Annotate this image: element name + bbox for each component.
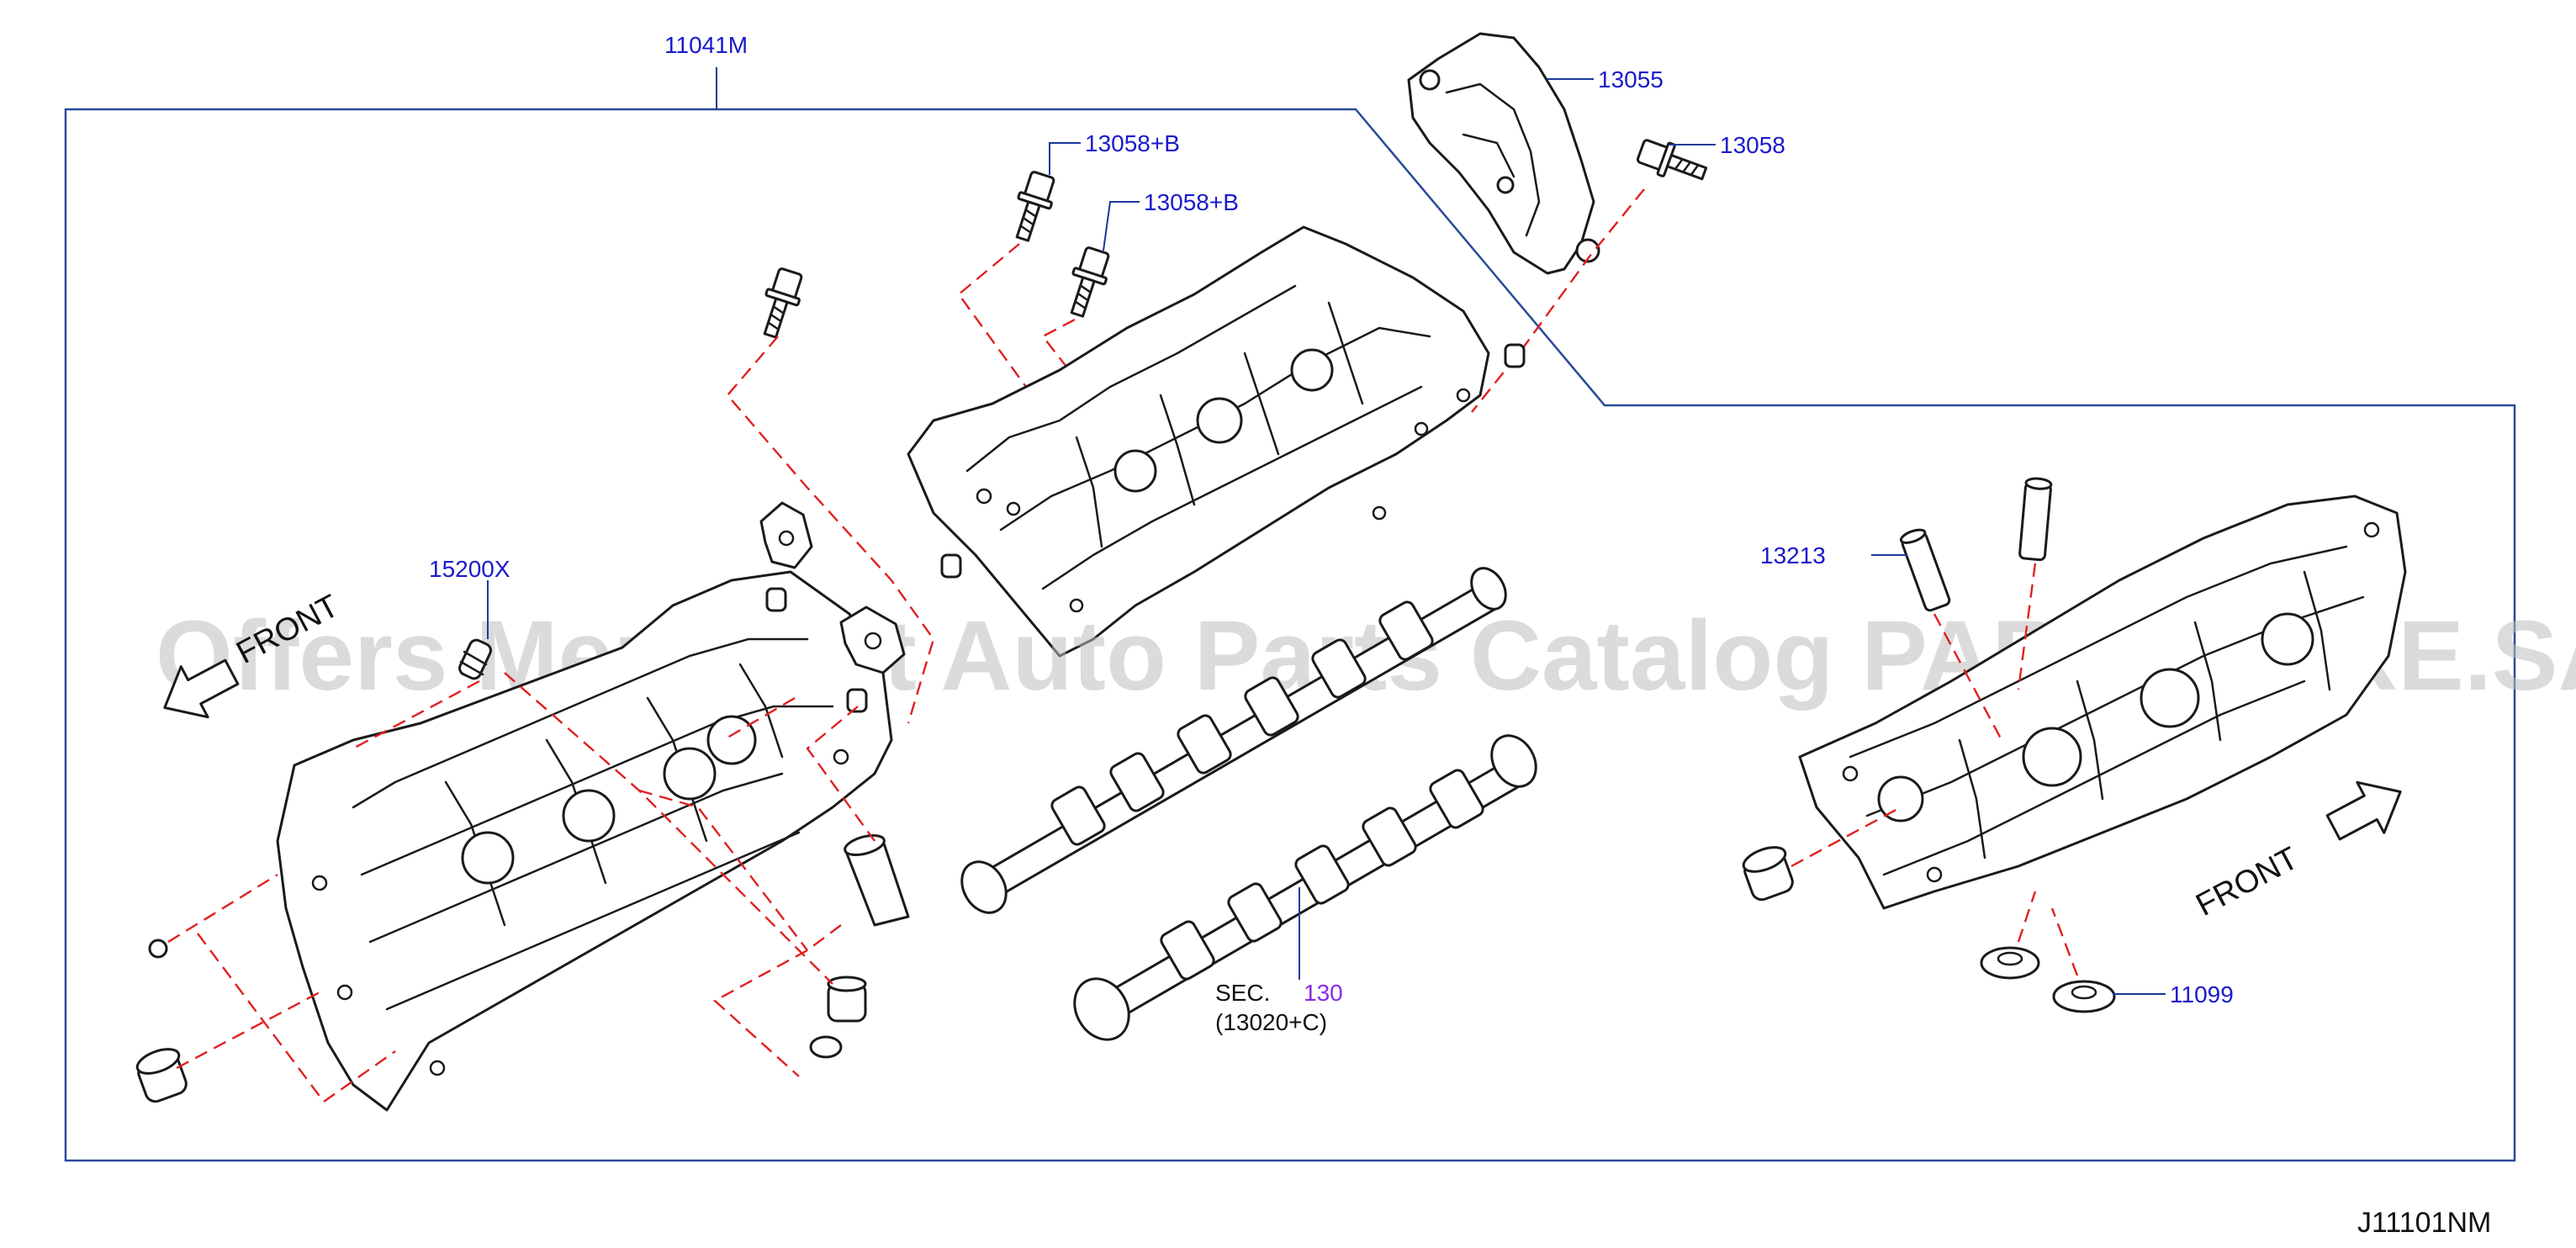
section-prefix: SEC. <box>1215 980 1270 1006</box>
camshaft-bracket[interactable] <box>907 225 1526 658</box>
bolt-13058-b-1[interactable] <box>1007 170 1060 244</box>
cylinder-head-right[interactable] <box>1798 494 2407 910</box>
valve-seal[interactable] <box>827 976 867 1023</box>
bolt-left[interactable] <box>754 267 807 341</box>
leader-13058-b-1 <box>1049 142 1081 175</box>
o-ring[interactable] <box>809 1035 843 1059</box>
bolt-13058-b-2[interactable] <box>1061 246 1114 320</box>
bolt-13058[interactable] <box>1635 135 1710 189</box>
seal-11099-1[interactable] <box>1980 946 2040 980</box>
seal-11099-2[interactable] <box>2052 980 2116 1013</box>
callout-13213[interactable]: 13213 <box>1760 542 1826 568</box>
plug-15200x[interactable] <box>458 638 493 681</box>
sleeve-tube[interactable] <box>843 832 910 927</box>
cylinder-head-left[interactable] <box>276 570 893 1112</box>
dowel-13213-2[interactable] <box>2018 477 2053 562</box>
dowel-pin-left[interactable] <box>148 939 168 959</box>
cam-cap-2[interactable] <box>839 605 906 674</box>
leader-13058-b-2 <box>1103 201 1140 251</box>
callout-13058-b-2[interactable]: 13058+B <box>1144 189 1239 215</box>
seal-ring-right[interactable] <box>1740 843 1795 902</box>
camshaft-lower[interactable] <box>1064 727 1545 1050</box>
callout-11041M[interactable]: 11041M <box>664 32 748 58</box>
timing-cover-13055[interactable] <box>1407 32 1600 275</box>
camshaft-upper[interactable] <box>953 562 1512 920</box>
section-number[interactable]: 130 <box>1304 980 1343 1006</box>
seal-ring-left[interactable] <box>134 1044 188 1104</box>
cam-cap-1[interactable] <box>759 501 813 569</box>
assembly-frame <box>64 108 2516 1162</box>
callout-15200x[interactable]: 15200X <box>429 556 510 582</box>
callout-13058[interactable]: 13058 <box>1720 132 1785 158</box>
front-label-right: FRONT <box>2191 840 2304 923</box>
diagram-code: J11101NM <box>2357 1207 2491 1239</box>
callout-13058-b-1[interactable]: 13058+B <box>1085 130 1180 156</box>
callout-11099[interactable]: 11099 <box>2170 981 2234 1007</box>
front-arrow-icon-right <box>2325 780 2402 841</box>
callout-13055[interactable]: 13055 <box>1598 66 1664 93</box>
front-arrow-icon-left <box>163 658 240 719</box>
dowel-13213-1[interactable] <box>1899 527 1951 612</box>
section-subref: (13020+C) <box>1215 1009 1327 1035</box>
